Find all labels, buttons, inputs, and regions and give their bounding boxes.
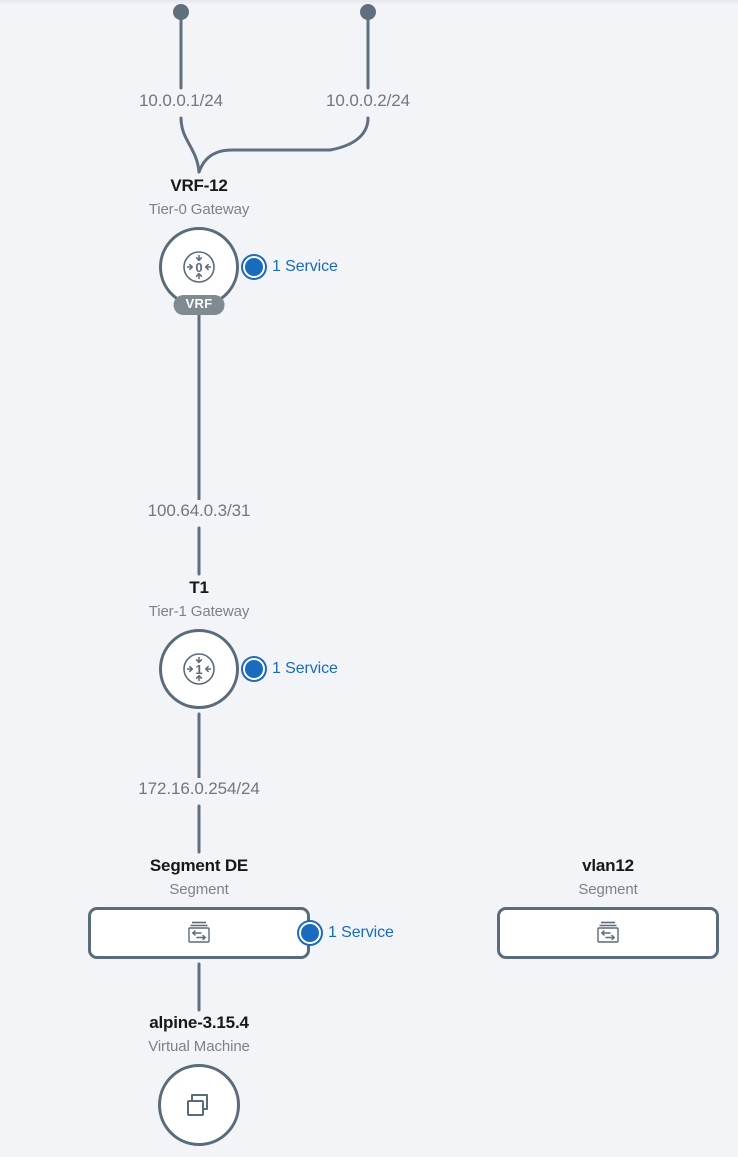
node-shape-t1[interactable]: 1 [159,629,239,709]
node-subtitle-alpine-vm: Virtual Machine [148,1038,250,1055]
node-subtitle-segment-de: Segment [169,881,229,898]
service-tag-vrf-12[interactable]: 1 Service [243,256,338,278]
service-dot-icon [243,658,265,680]
node-vrf-12[interactable]: VRF-12 Tier-0 Gateway 0 VRF 1 Se [99,176,338,315]
service-dot-icon [299,922,321,944]
node-title-segment-de: Segment DE [149,856,249,875]
node-shape-vlan12[interactable] [497,907,719,959]
router-icon-digit-vrf-12: 0 [195,260,202,275]
node-subtitle-vrf-12: Tier-0 Gateway [148,201,250,218]
node-t1[interactable]: T1 Tier-1 Gateway 1 1 Service [99,578,338,709]
link-uplink1-curve [179,116,201,174]
service-tag-segment-de[interactable]: 1 Service [299,922,394,944]
node-title-alpine-vm: alpine-3.15.4 [149,1013,249,1032]
edge-label-t0-to-t1: 100.64.0.3/31 [142,500,256,522]
viewport-top-edge [0,0,738,5]
service-label-t1: 1 Service [272,660,338,677]
node-subtitle-vlan12: Segment [578,881,638,898]
segment-switch-icon [188,921,210,943]
virtual-machine-icon [187,1094,208,1116]
service-label-vrf-12: 1 Service [272,258,338,275]
service-label-segment-de: 1 Service [328,924,394,941]
node-shape-segment-de[interactable] [88,907,310,959]
uplink2-endpoint-dot [360,4,376,20]
edge-label-uplink-2: 10.0.0.2/24 [321,90,415,112]
node-title-vlan12: vlan12 [582,856,634,875]
router-tier1-icon: 1 [183,653,215,685]
link-uplink2-curve [197,116,370,174]
node-shape-alpine-vm[interactable] [158,1064,240,1146]
segment-switch-icon [597,921,619,943]
vrf-badge: VRF [173,295,225,315]
edge-label-t1-to-segment: 172.16.0.254/24 [133,778,265,800]
node-subtitle-t1: Tier-1 Gateway [148,603,250,620]
edge-label-uplink-1: 10.0.0.1/24 [134,90,228,112]
router-tier0-icon: 0 [183,251,215,283]
node-vlan12[interactable]: vlan12 Segment [497,856,719,959]
node-title-t1: T1 [189,578,209,597]
service-dot-icon [243,256,265,278]
node-segment-de[interactable]: Segment DE Segment 1 Servi [88,856,394,959]
node-title-vrf-12: VRF-12 [170,176,228,195]
router-icon-digit-t1: 1 [195,662,202,677]
node-alpine-vm[interactable]: alpine-3.15.4 Virtual Machine [99,1013,299,1146]
uplink1-endpoint-dot [173,4,189,20]
node-shape-vrf-12[interactable]: 0 VRF [159,227,239,315]
service-tag-t1[interactable]: 1 Service [243,658,338,680]
